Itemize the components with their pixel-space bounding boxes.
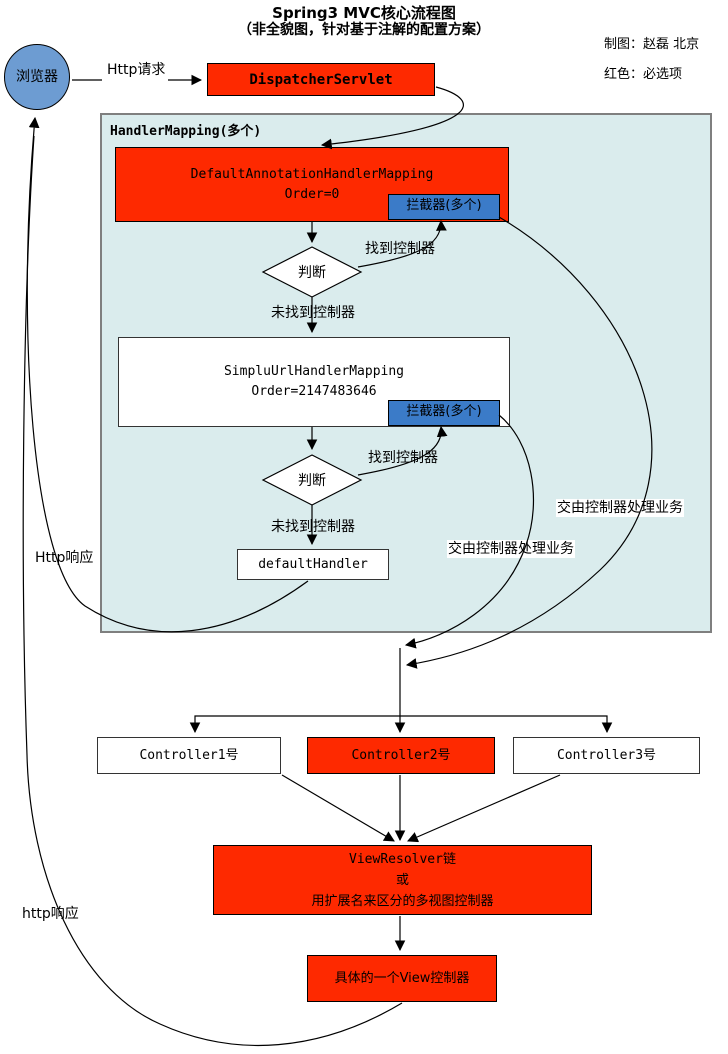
edge-controller1-to-viewresolver xyxy=(281,774,395,842)
edge-label-dispatch-business-right: 交由控制器处理业务 xyxy=(556,499,684,517)
edge-label-found-controller-top: 找到控制器 xyxy=(365,241,435,257)
node-controller1: Controller1号 xyxy=(97,737,281,774)
node-interceptor-bottom: 拦截器(多个) xyxy=(388,400,500,426)
node-browser: 浏览器 xyxy=(4,44,70,110)
node-interceptor-top: 拦截器(多个) xyxy=(388,194,500,220)
node-controller1-label: Controller1号 xyxy=(139,747,239,763)
node-suhm-line2: Order=2147483646 xyxy=(251,384,377,399)
node-default-handler-label: defaultHandler xyxy=(258,556,368,572)
node-view-resolver: ViewResolver链 或 用扩展名来区分的多视图控制器 xyxy=(213,845,592,915)
handler-mapping-group-label: HandlerMapping(多个) xyxy=(110,124,262,139)
node-controller3: Controller3号 xyxy=(513,737,700,774)
page-title: Spring3 MVC核心流程图 xyxy=(272,4,456,22)
edge-label-dispatch-business-left: 交由控制器处理业务 xyxy=(447,540,575,558)
node-view-resolver-line3: 用扩展名来区分的多视图控制器 xyxy=(311,893,494,909)
edge-controller3-to-viewresolver xyxy=(407,774,561,843)
edge-label-found-controller-bottom: 找到控制器 xyxy=(368,450,438,466)
node-controller3-label: Controller3号 xyxy=(556,747,657,763)
page-subtitle: （非全貌图，针对基于注解的配置方案） xyxy=(238,22,490,38)
node-interceptor-bottom-label: 拦截器(多个) xyxy=(406,404,482,419)
node-view-resolver-line2: 或 xyxy=(395,872,409,888)
node-dispatcher-servlet-label: DispatcherServlet xyxy=(249,71,393,88)
node-view-controller: 具体的一个View控制器 xyxy=(307,955,497,1002)
node-default-handler: defaultHandler xyxy=(237,549,389,580)
node-dahm-line1: DefaultAnnotationHandlerMapping xyxy=(190,166,434,182)
node-view-resolver-line1: ViewResolver链 xyxy=(349,851,456,867)
credit-text: 制图：赵磊 北京 xyxy=(604,37,700,52)
edge-split-left xyxy=(189,715,400,734)
edge-label-not-found-controller-bottom: 未找到控制器 xyxy=(271,519,355,535)
node-dispatcher-servlet: DispatcherServlet xyxy=(207,63,435,96)
edge-label-http-request: Http请求 xyxy=(106,61,167,79)
node-controller2-label: Controller2号 xyxy=(351,747,451,763)
node-interceptor-top-label: 拦截器(多个) xyxy=(406,198,482,213)
node-controller2: Controller2号 xyxy=(307,737,495,774)
edge-label-not-found-controller-top: 未找到控制器 xyxy=(271,305,355,321)
edge-split-right xyxy=(400,715,613,734)
node-browser-label: 浏览器 xyxy=(16,69,58,85)
edge-label-http-response-upper: Http响应 xyxy=(34,549,95,567)
node-view-controller-label: 具体的一个View控制器 xyxy=(334,970,470,986)
node-dahm-line2: Order=0 xyxy=(284,186,340,202)
legend-text: 红色：必选项 xyxy=(604,67,683,82)
node-suhm-line1: SimpluUrlHandlerMapping xyxy=(223,364,404,379)
edge-label-http-response-lower: http响应 xyxy=(22,906,79,922)
